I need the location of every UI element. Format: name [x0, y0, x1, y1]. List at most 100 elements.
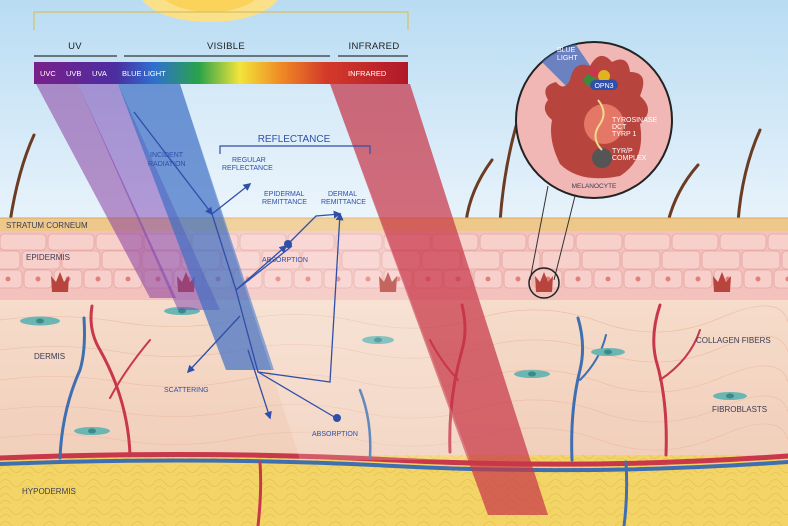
epidermal-cell: [335, 233, 383, 251]
epidermal-cell: [0, 250, 21, 270]
fibroblast: [20, 316, 60, 326]
cell-nucleus: [125, 276, 131, 282]
absorption-dot-upper: [284, 240, 292, 248]
epidermal-cell: [623, 233, 671, 251]
epidermal-cell: [47, 233, 95, 251]
incident-radiation-label: INCIDENT RADIATION: [148, 152, 186, 168]
epidermal-cell: [61, 250, 101, 270]
scattering-label: SCATTERING: [164, 387, 209, 394]
fibroblast: [514, 370, 550, 378]
epidermal-cell: [661, 250, 701, 270]
epidermal-cell: [581, 250, 621, 270]
dermal-remittance-label: DERMAL REMITTANCE: [321, 191, 366, 206]
fibroblast: [713, 392, 747, 400]
melanocyte-in-skin: [535, 272, 553, 292]
epidermal-cell: [671, 233, 719, 251]
cell-nucleus: [35, 276, 41, 282]
regular-reflectance-label: REGULAR REFLECTANCE: [222, 157, 273, 172]
visible-beam: [180, 84, 470, 460]
enzymes-label: TYROSINASE DCT TYRP 1: [612, 117, 659, 138]
reflectance-label: REFLECTANCE: [258, 134, 331, 145]
epidermal-cell: [501, 250, 541, 270]
fibroblasts-label: FIBROBLASTS: [712, 405, 767, 414]
absorption-dot-lower: [333, 414, 341, 422]
melanocyte-callout-circle: [528, 267, 560, 299]
epidermal-cell: [781, 250, 788, 270]
cell-nucleus: [575, 276, 581, 282]
tyrp-complex: [592, 148, 612, 168]
epidermal-remittance-label: EPIDERMAL REMITTANCE: [262, 191, 307, 206]
cell-nucleus: [485, 276, 491, 282]
blood-vessels: [0, 303, 788, 526]
band-blue-light: BLUE LIGHT: [122, 69, 166, 78]
epidermal-cell: [341, 250, 381, 270]
cell-nucleus: [695, 276, 701, 282]
band-uva: UVA: [92, 69, 107, 78]
uv-header: UV: [68, 41, 82, 52]
melanocyte-in-skin: [379, 272, 397, 292]
epidermal-cell: [741, 250, 781, 270]
melanosome: [584, 104, 624, 144]
epidermal-cell: [773, 269, 788, 289]
melanocyte-inset: BLUE LIGHT OPN3 TYROSINASE DCT TYRP 1 TY…: [515, 41, 673, 199]
epidermal-cell: [527, 233, 575, 251]
opn3-label: OPN3: [594, 83, 613, 90]
cell-nucleus: [305, 276, 311, 282]
inset-callout-line: [553, 191, 577, 281]
spectrum-bar: [34, 62, 408, 84]
uvc-uvb-beam: [36, 84, 176, 298]
cell-nucleus: [665, 276, 671, 282]
sun-core: [165, 0, 255, 12]
visible-header: VISIBLE: [207, 41, 245, 52]
band-uvb: UVB: [66, 69, 81, 78]
cell-nucleus: [95, 276, 101, 282]
cell-nucleus: [755, 276, 761, 282]
collagen-texture: [0, 305, 788, 451]
light-beams: [36, 84, 548, 515]
cell-nucleus: [275, 276, 281, 282]
band-infrared: INFRARED: [348, 69, 387, 78]
dermis-layer: [0, 300, 788, 455]
hypodermis-label: HYPODERMIS: [22, 487, 76, 496]
melanocyte-in-skin: [713, 272, 731, 292]
dermis-label: DERMIS: [34, 352, 65, 361]
epidermal-cell: [21, 250, 61, 270]
reflectance-bracket: [219, 145, 371, 154]
epidermal-cell: [621, 250, 661, 270]
infrared-header: INFRARED: [349, 41, 400, 52]
light-path-arrows: [133, 111, 344, 420]
inset-blue-light-label: BLUE LIGHT: [557, 47, 578, 62]
fibroblast: [362, 336, 394, 344]
epidermal-cell: [0, 269, 23, 289]
fibroblast: [74, 427, 110, 435]
cell-nucleus: [785, 276, 788, 282]
absorption-label-upper: ABSORPTION: [262, 257, 308, 264]
stratum-corneum-label: STRATUM CORNEUM: [6, 221, 88, 230]
fibroblast: [591, 348, 625, 356]
band-uvc: UVC: [40, 69, 56, 78]
epidermal-cell: [767, 233, 788, 251]
collagen-fibers-label: COLLAGEN FIBERS: [696, 336, 771, 345]
infrared-beam: [330, 84, 548, 515]
spectrum-header: UV VISIBLE INFRARED: [33, 11, 409, 57]
cell-nucleus: [515, 276, 521, 282]
cell-nucleus: [365, 276, 371, 282]
cell-nucleus: [5, 276, 11, 282]
cell-nucleus: [635, 276, 641, 282]
tyrp-complex-label: TYR/P COMPLEX: [612, 148, 647, 162]
absorption-label-lower: ABSORPTION: [312, 431, 358, 438]
epidermis-label: EPIDERMIS: [26, 253, 70, 262]
epidermal-cell: [701, 250, 741, 270]
epidermal-cell: [479, 233, 527, 251]
epidermal-cell: [719, 233, 767, 251]
epidermal-cell: [575, 233, 623, 251]
melanocyte-in-skin: [51, 272, 69, 292]
cell-nucleus: [605, 276, 611, 282]
epidermal-cell: [301, 250, 341, 270]
epidermal-cell: [0, 233, 47, 251]
blue-light-beam: [118, 84, 274, 370]
melanocyte-title: MELANOCYTE: [572, 183, 617, 190]
fibroblasts-group: [20, 307, 747, 435]
